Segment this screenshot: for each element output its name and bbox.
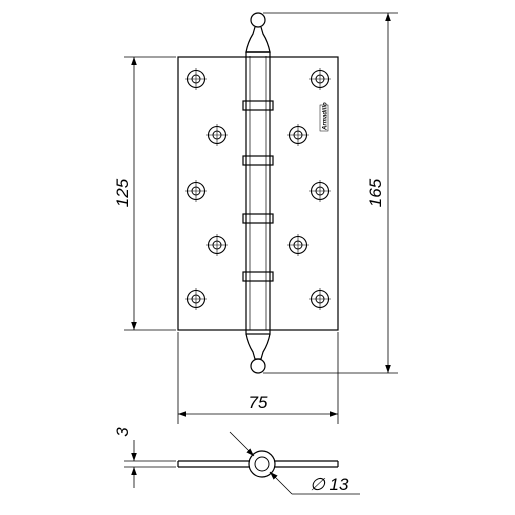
plate-height-label: 125 [113,178,132,207]
screw-hole [309,180,331,202]
bottom-finial-ball [250,358,266,374]
width-label: 75 [249,393,268,412]
dimension-plate-height: 125 [113,56,176,331]
hinge-plate [177,56,339,331]
top-finial-cap [245,26,271,53]
screw-hole [206,234,228,256]
knuckle-outer-circle [248,450,276,478]
bearing-ring [242,155,274,166]
screw-hole [206,124,228,146]
knuckle-barrel [245,51,271,335]
screw-holes [185,68,331,310]
dimension-overall-height: 165 [263,12,398,374]
overall-height-label: 165 [366,178,385,207]
bottom-finial-cap [245,333,271,360]
bearing-ring [242,271,274,282]
hinge-plan-view: ∅ 13 [177,431,360,495]
knuckle-diameter-label: ∅ 13 [310,475,349,494]
hinge-front-view: Armadillo [177,12,339,374]
dimension-width: 75 [177,332,339,424]
hinge-knuckle [242,12,274,374]
screw-hole [185,288,207,310]
screw-hole [287,234,309,256]
screw-hole [309,68,331,90]
screw-hole [287,124,309,146]
brand-mark: Armadillo [323,102,329,131]
screw-hole [185,68,207,90]
thickness-label: 3 [113,427,132,437]
knuckle-inner-circle [254,456,270,472]
dimension-thickness: 3 [113,427,176,488]
bearing-ring [242,100,274,111]
screw-hole [185,180,207,202]
top-finial-ball [250,12,266,28]
brand-logo: Armadillo [319,102,329,132]
screw-hole [309,288,331,310]
bearing-ring [242,213,274,224]
